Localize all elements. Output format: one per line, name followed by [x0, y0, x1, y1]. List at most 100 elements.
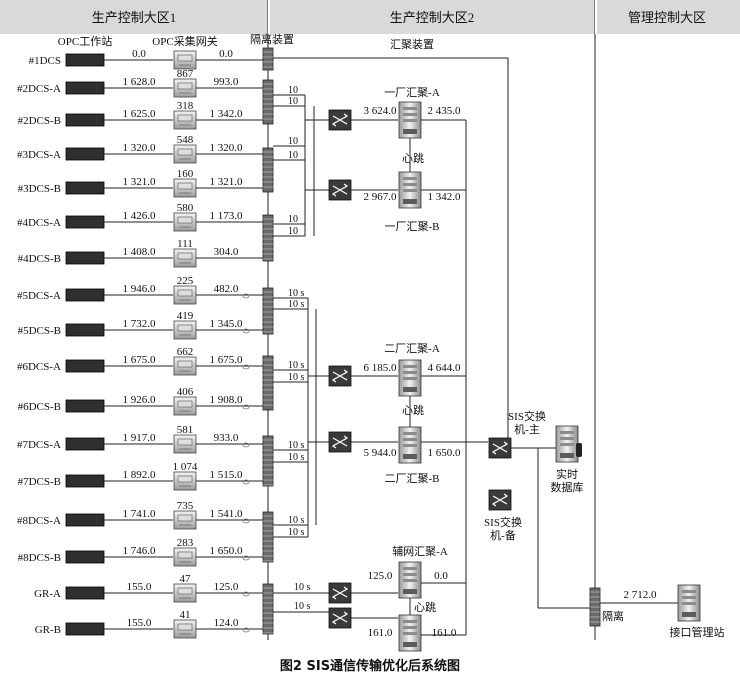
gateway-output-value: 1 675.0	[210, 354, 244, 366]
firewall-body	[262, 147, 274, 193]
server-bay	[403, 113, 417, 116]
opc-gateway-icon	[173, 471, 197, 491]
aggregator-input-value: 5 944.0	[364, 447, 398, 459]
switch-arrows-icon	[331, 369, 349, 383]
link-interval-label: 10 s	[288, 527, 305, 538]
link-interval-label: 10 s	[288, 452, 305, 463]
row-label: #8DCS-A	[17, 515, 61, 527]
aggregator-output-value: 0.0	[434, 570, 448, 582]
ws-value: 1 321.0	[123, 176, 157, 188]
isolation-device-g5	[262, 355, 274, 411]
gateway-output-value: 124.0	[214, 617, 239, 629]
opc-workstation	[65, 513, 105, 527]
isolation-device-g7	[262, 511, 274, 563]
aggregator-name: 二厂汇聚-B	[385, 472, 440, 485]
server-bay	[403, 620, 417, 623]
row-label: GR-B	[35, 624, 61, 636]
zone-sep	[595, 0, 597, 34]
row-label: #2DCS-B	[18, 115, 61, 127]
ws-value: 1 320.0	[123, 142, 157, 154]
gateway-input-value: 111	[177, 238, 193, 250]
gateway-input-value: 318	[177, 100, 194, 112]
opc-workstation	[65, 53, 105, 67]
switch-plant1-b-icon	[328, 179, 352, 201]
switch-arrows-icon	[331, 183, 349, 197]
server-base	[403, 199, 417, 204]
gateway-output-value: 482.0	[214, 283, 239, 295]
isolation-device-g3	[262, 214, 274, 262]
firewall-body	[262, 435, 274, 487]
server-bay	[403, 365, 417, 368]
switch-arrows-icon	[331, 586, 349, 600]
sis-switch-main-icon	[488, 437, 512, 459]
firewall-body	[262, 355, 274, 411]
connector-clip-icon	[242, 364, 250, 370]
aggregator-output-value: 1 650.0	[428, 447, 462, 459]
switch-arrows-icon	[331, 435, 349, 449]
server-bay	[403, 438, 417, 441]
connector-clip-icon	[242, 293, 250, 299]
gateway-input-value: 419	[177, 310, 194, 322]
ws-value: 1 732.0	[123, 318, 157, 330]
switch-aux-a-icon	[328, 582, 352, 604]
isolation-device-g1	[262, 79, 274, 125]
opc-workstation	[65, 622, 105, 636]
gateway-output-value: 1 320.0	[210, 142, 244, 154]
zone-title-production-2: 生产控制大区2	[390, 10, 475, 25]
server-plant2-a	[398, 359, 422, 397]
firewall-body	[262, 214, 274, 262]
switch-plant2-a-icon	[328, 365, 352, 387]
gateway-input-value: 735	[177, 500, 194, 512]
gateway-output-value: 304.0	[214, 246, 239, 258]
connector-clip-icon	[242, 479, 250, 485]
row-label: #3DCS-B	[18, 183, 61, 195]
firewall-body	[262, 47, 274, 71]
server-plant1-b	[398, 171, 422, 209]
link-interval-label: 10 s	[288, 372, 305, 383]
ws-value: 0.0	[132, 48, 146, 60]
server-plant1-a	[398, 101, 422, 139]
col-header-isolation: 隔离装置	[250, 32, 294, 46]
opc-workstation	[65, 251, 105, 265]
switch-plant2-b-icon	[328, 431, 352, 453]
gateway-screen	[177, 551, 193, 559]
isolation-label: 隔离	[602, 609, 624, 623]
server-bay	[403, 189, 417, 192]
sis-switch-backup-icon	[488, 489, 512, 511]
firewall-body	[262, 287, 274, 335]
sis-switch-main-label: SIS交换机-主	[508, 409, 546, 436]
server-base	[560, 453, 574, 458]
ws-value: 1 426.0	[123, 210, 157, 222]
server-bay	[403, 183, 417, 186]
gateway-screen	[177, 148, 193, 156]
server-base	[403, 589, 417, 594]
mgmt-station-label: 接口管理站	[670, 625, 725, 639]
gateway-input-value: 406	[177, 386, 194, 398]
ws-value: 1 675.0	[123, 354, 157, 366]
switch-arrows-icon	[491, 493, 509, 507]
switch-arrows-icon	[331, 113, 349, 127]
isolation-device-g8	[262, 583, 274, 635]
ws-value: 1 625.0	[123, 108, 157, 120]
isolation-device-g4	[262, 287, 274, 335]
aggregator-input-value: 161.0	[368, 627, 393, 639]
aggregator-name: 一厂汇聚-A	[384, 86, 440, 99]
opc-gateway-icon	[173, 212, 197, 232]
link-interval-label: 10 s	[288, 440, 305, 451]
opc-gateway-icon	[173, 248, 197, 268]
link-interval-label: 10 s	[294, 601, 311, 612]
link-interval-label: 10	[288, 85, 298, 96]
gateway-input-value: 47	[180, 573, 192, 585]
gateway-screen	[177, 623, 193, 631]
opc-gateway-icon	[173, 78, 197, 98]
switch-plant1-a-icon	[328, 109, 352, 131]
server-bay	[403, 567, 417, 570]
gateway-input-value: 581	[177, 424, 194, 436]
gateway-output-value: 1 342.0	[210, 108, 244, 120]
opc-workstation	[65, 550, 105, 564]
opc-workstation	[65, 81, 105, 95]
switch-arrows-icon	[331, 611, 349, 625]
gateway-input-value: 548	[177, 134, 194, 146]
row-label: #3DCS-A	[17, 149, 61, 161]
server-bay	[403, 377, 417, 380]
